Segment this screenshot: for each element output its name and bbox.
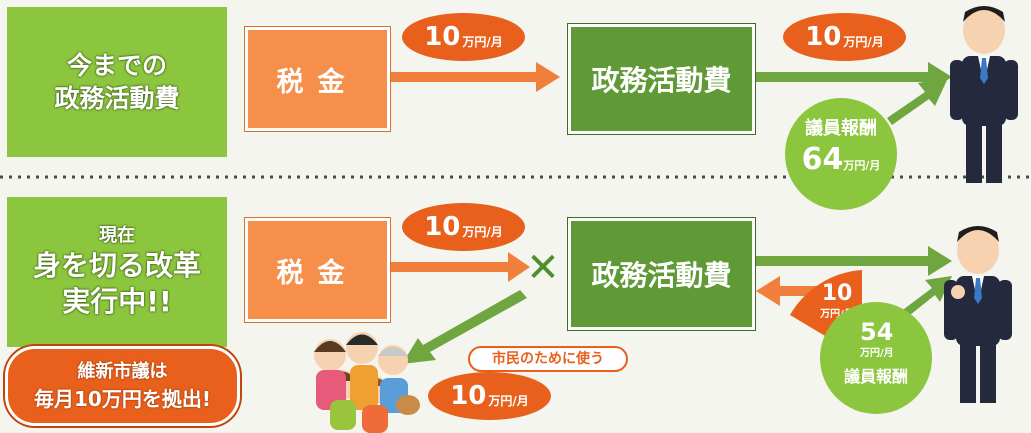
citizen-tag: 市民のために使う [468,346,628,372]
label-past: 今までの 政務活動費 [7,7,227,157]
arrow-seimu-to-member-bottom [755,246,952,276]
salary-circle-top: 議員報酬 64万円/月 [785,98,897,210]
seimu-box-top: 政務活動費 [568,24,755,134]
arrow-salary-to-member-bottom [900,276,952,319]
label-past-line2: 政務活動費 [54,84,180,113]
amount-number: 10 [424,212,461,242]
salary-circle-bottom: 54 万円/月 議員報酬 [820,302,932,414]
arrow-tax-to-seimu-top [390,62,560,92]
salary-unit-bottom: 万円/月 [860,348,894,359]
badge-line1: 維新市議は [77,361,168,382]
tax-box-bottom: 税金 [245,218,390,322]
label-current: 現在 身を切る改革 実行中!! [7,197,227,347]
label-current-line1: 現在 [99,225,135,246]
tax-box-top: 税金 [245,27,390,131]
returned-amount: 10 万円/月 [812,281,862,321]
arrow-returned-to-seimu [756,276,838,306]
citizens-crowd-illustration [314,332,420,433]
salary-unit-top: 万円/月 [843,159,881,172]
amount-number: 10 [424,22,461,52]
commitment-badge: 維新市議は 毎月10万円を拠出! [5,346,240,426]
arrow-tax-to-cross-bottom [390,252,530,282]
amount-unit: 万円/月 [843,34,884,49]
label-past-line1: 今までの [66,51,167,80]
arrow-salary-to-member-top [887,78,948,125]
politician-figure-bottom [944,226,1012,403]
label-current-line3: 実行中!! [62,285,172,318]
salary-number-top: 64 [801,142,844,177]
amount-number: 10 [805,22,842,52]
amount-unit: 万円/月 [488,393,529,408]
returned-number: 10 [821,281,853,306]
politician-figure-top [950,6,1018,183]
returned-unit: 万円/月 [820,309,854,320]
amount-unit: 万円/月 [462,34,503,49]
salary-label-bottom: 議員報酬 [843,367,908,386]
amount-number: 10 [450,381,487,411]
salary-label-top: 議員報酬 [805,118,877,139]
badge-line2: 毎月10万円を拠出! [34,387,211,411]
amount-unit: 万円/月 [462,224,503,239]
cross-mark: ✕ [526,245,560,291]
seimu-box-bottom: 政務活動費 [568,218,755,330]
arrow-cross-to-citizens [402,290,527,364]
label-current-line2: 身を切る改革 [32,249,201,282]
salary-number-bottom: 54 [860,318,894,346]
